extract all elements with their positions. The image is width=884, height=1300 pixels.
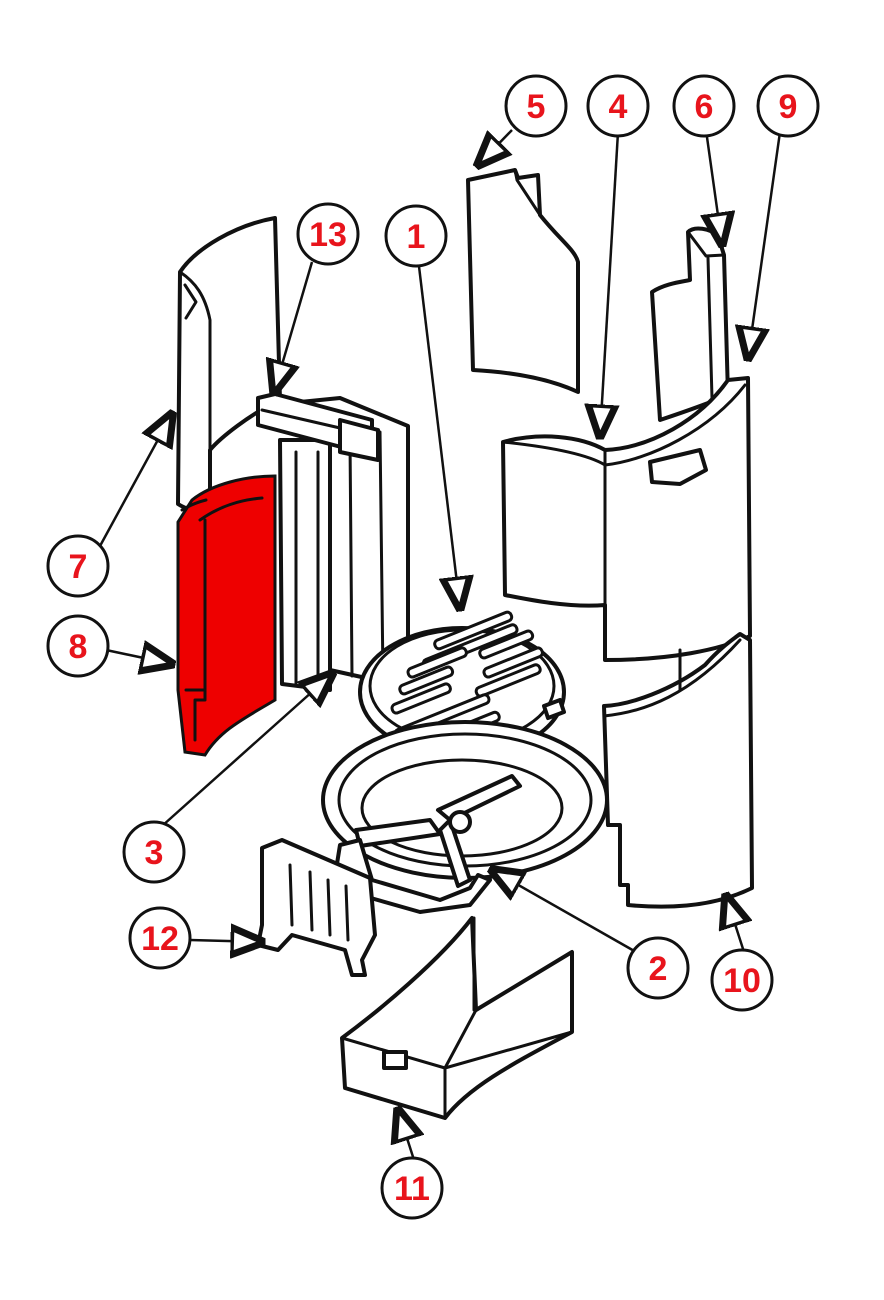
callout-number: 9 [779,88,798,126]
part-3-front-panels [278,396,410,692]
callout-number: 11 [394,1170,430,1208]
callout-number: 4 [609,88,628,126]
callout-1: 1 [384,204,448,268]
callout-circle [586,74,650,138]
part-10-lower-liner [602,632,754,909]
callout-number: 10 [723,962,761,1000]
callout-circle [504,74,568,138]
callout-number: 6 [695,88,714,126]
callout-3: 3 [122,820,186,884]
callout-number: 8 [69,628,88,666]
callout-10: 10 [710,948,774,1012]
callout-number: 5 [527,88,546,126]
part-13-rail [256,392,380,462]
callout-5: 5 [504,74,568,138]
part-9-upper-liner [501,376,752,662]
part-8-highlighted-brick [176,474,277,757]
part-7-brick [176,216,282,517]
callout-9: 9 [756,74,820,138]
callout-7: 7 [46,534,110,598]
callout-number: 2 [649,950,668,988]
callout-circle [128,906,192,970]
part-5-brick [466,168,580,394]
part-6-brick [650,226,730,422]
callout-circle [296,202,360,266]
callout-circle [672,74,736,138]
callout-circle [756,74,820,138]
callout-number: 12 [141,920,179,958]
callout-number: 1 [407,218,426,256]
callout-6: 6 [672,74,736,138]
callout-13: 13 [296,202,360,266]
callout-circle [46,534,110,598]
part-11-ash-pan [340,916,574,1120]
callout-circle [380,1156,444,1220]
callout-number: 3 [145,834,164,872]
callout-circle [384,204,448,268]
part-8-red-fill [176,474,277,757]
callout-8: 8 [46,614,110,678]
callout-circle [46,614,110,678]
callout-11: 11 [380,1156,444,1220]
callout-circle [122,820,186,884]
callout-number: 7 [69,548,88,586]
callout-2: 2 [626,936,690,1000]
callout-4: 4 [586,74,650,138]
leader-lines [98,129,782,1161]
callout-12: 12 [128,906,192,970]
callout-circle [710,948,774,1012]
callout-circle [626,936,690,1000]
grate-slots [390,610,544,755]
part-1-grate [358,610,566,758]
callout-number: 13 [309,216,347,254]
